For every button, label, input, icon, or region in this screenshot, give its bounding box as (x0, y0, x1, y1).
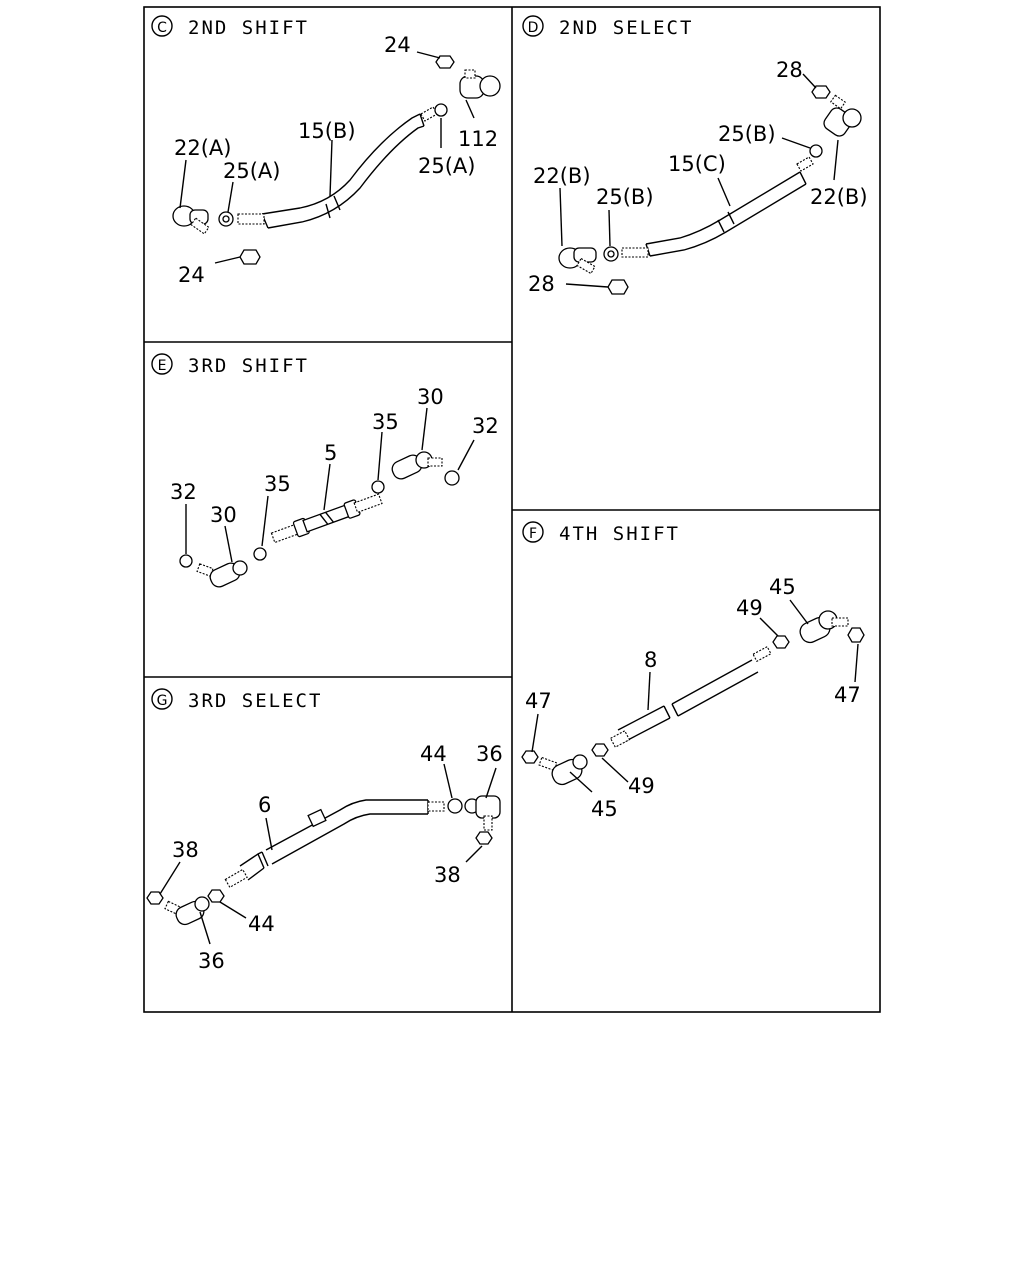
rod-8 (609, 645, 772, 748)
label-g-44-left: 44 (248, 912, 275, 936)
label-c-15b: 15(B) (298, 119, 356, 143)
rod-end-45-left (538, 754, 588, 786)
nut-28-upper (811, 85, 831, 99)
label-g-6: 6 (258, 793, 271, 817)
label-f-47-left: 47 (525, 689, 552, 713)
ball-joint-22b-right (823, 94, 862, 137)
label-g-44-right: 44 (420, 742, 447, 766)
ball-joint-22a (172, 205, 210, 235)
label-c-25a-left: 25(A) (223, 159, 280, 183)
nut-38-left (146, 891, 164, 905)
nut-32-left (179, 554, 193, 568)
rod-end-30-left (196, 560, 248, 588)
panel-e-letter: E (158, 358, 167, 374)
nut-24-upper (435, 55, 455, 69)
panel-d: D 2ND SELECT 28 25(B) 15(C) 22(B) (522, 15, 868, 296)
nut-44-right (447, 798, 463, 814)
nut-35-right (371, 480, 385, 494)
nut-28-lower (607, 279, 629, 295)
label-g-38-left: 38 (172, 838, 199, 862)
label-f-49-left: 49 (628, 774, 655, 798)
rod-end-45-right (799, 610, 849, 644)
label-e-5: 5 (324, 441, 337, 465)
label-g-38-right: 38 (434, 863, 461, 887)
nut-49-left (591, 743, 609, 757)
nut-49-right (772, 635, 790, 649)
panel-d-letter: D (528, 20, 539, 36)
label-c-24-bottom: 24 (178, 263, 205, 287)
ball-joint-22b-left (558, 247, 597, 275)
diagram-frame (143, 6, 881, 1013)
nut-32-right (444, 470, 460, 486)
nut-47-left (521, 750, 539, 764)
label-f-47-right: 47 (834, 683, 861, 707)
rod-end-30-right (391, 451, 443, 480)
nut-44-left (207, 889, 225, 903)
panel-c: C 2ND SHIFT 24 15(B) (151, 15, 501, 287)
nut-38-right (475, 831, 493, 845)
panel-g-title: 3RD SELECT (188, 690, 322, 712)
label-g-36-left: 36 (198, 949, 225, 973)
label-d-28-bottom: 28 (528, 272, 555, 296)
panel-f: F 4TH SHIFT 45 49 8 47 (521, 521, 865, 821)
label-d-15c: 15(C) (668, 152, 726, 176)
label-c-25a-right: 25(A) (418, 154, 475, 178)
label-c-112: 112 (458, 127, 498, 151)
label-e-30-left: 30 (210, 503, 237, 527)
ball-joint-112 (459, 69, 501, 99)
label-e-32-right: 32 (472, 414, 499, 438)
label-f-8: 8 (644, 648, 657, 672)
label-c-24-top: 24 (384, 33, 411, 57)
panel-f-letter: F (529, 526, 537, 542)
nut-25a-right (434, 103, 448, 117)
label-f-49-right: 49 (736, 596, 763, 620)
label-e-35-right: 35 (372, 410, 399, 434)
nut-25b-right (809, 144, 823, 158)
label-d-28-top: 28 (776, 58, 803, 82)
label-g-36-right: 36 (476, 742, 503, 766)
nut-47-right (847, 627, 865, 643)
rod-end-36-right (464, 795, 501, 831)
label-f-45-left: 45 (591, 797, 618, 821)
label-e-32-left: 32 (170, 480, 197, 504)
rod-15b (261, 113, 425, 229)
rod-15c (645, 171, 807, 257)
panel-g: G 3RD SELECT 44 36 6 38 38 (146, 688, 503, 973)
label-d-25b-right: 25(B) (718, 122, 776, 146)
label-d-25b-left: 25(B) (596, 185, 654, 209)
panel-c-letter: C (157, 20, 167, 36)
label-d-22b-right: 22(B) (810, 185, 868, 209)
label-d-22b-left: 22(B) (533, 164, 591, 188)
label-f-45-right: 45 (769, 575, 796, 599)
label-c-22a: 22(A) (174, 136, 231, 160)
label-e-30-right: 30 (417, 385, 444, 409)
panel-c-title: 2ND SHIFT (188, 17, 309, 39)
nut-35-left (253, 547, 267, 561)
panel-e: E 3RD SHIFT (151, 353, 499, 588)
panel-g-letter: G (157, 693, 168, 709)
rod-end-36-left (164, 896, 210, 926)
panel-d-title: 2ND SELECT (559, 17, 693, 39)
nut-24-lower (239, 249, 261, 265)
panel-e-title: 3RD SHIFT (188, 355, 309, 377)
label-e-35-left: 35 (264, 472, 291, 496)
turnbuckle-5 (270, 493, 383, 544)
panel-f-title: 4TH SHIFT (559, 523, 680, 545)
